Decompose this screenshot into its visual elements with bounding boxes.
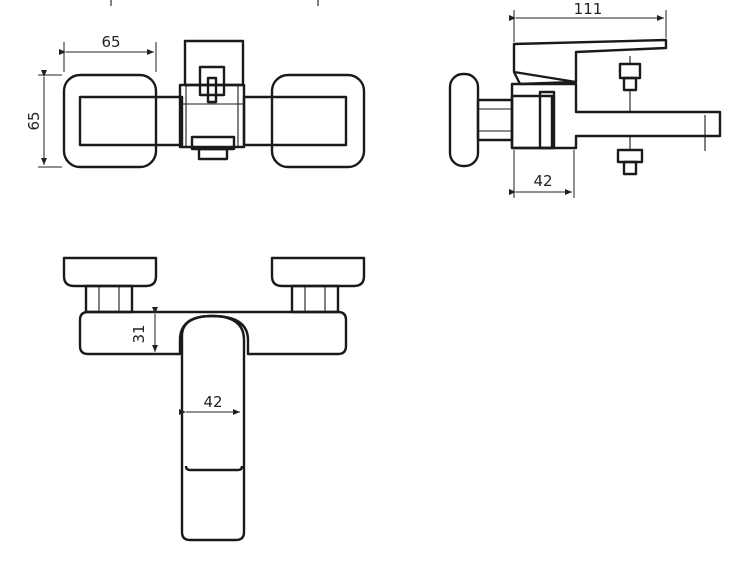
side-view: 111 42	[448, 0, 722, 198]
wall-knob-side	[448, 72, 514, 168]
dim-side-depth: 42	[533, 172, 552, 190]
diverter-top-side	[618, 56, 642, 112]
front-left-handle	[62, 256, 158, 314]
lever-side	[512, 38, 668, 86]
center-body-top	[178, 39, 246, 161]
front-body	[78, 310, 348, 356]
right-handle-top	[242, 73, 366, 169]
dim-front-width: 42	[203, 393, 222, 411]
dim-side-length: 111	[574, 0, 603, 18]
top-view: 65 65	[25, 0, 366, 169]
front-spout	[180, 314, 246, 542]
dim-front-height: 31	[130, 324, 148, 343]
left-handle-top	[62, 73, 184, 169]
body-side	[510, 82, 722, 151]
dim-top-width: 65	[101, 33, 120, 51]
diverter-bottom-side	[616, 136, 644, 176]
dim-top-height: 65	[25, 111, 43, 130]
front-view: 31 42	[62, 256, 366, 542]
front-right-handle	[270, 256, 366, 314]
